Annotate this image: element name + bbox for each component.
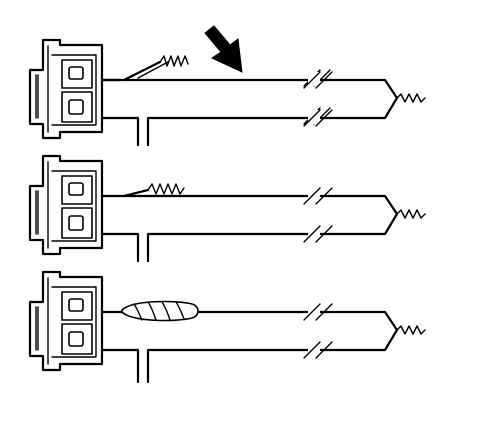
soldered-splice: [121, 300, 199, 322]
wire-harness-2: [100, 194, 399, 263]
twisted-wire-strands-2: [122, 183, 185, 198]
wire-end-twist-3: [396, 325, 426, 335]
connector-3: [28, 270, 104, 372]
wire-end-twist-1: [396, 93, 426, 103]
wire-end-twist-2: [396, 209, 426, 219]
twisted-wire-strands-1: [122, 55, 189, 82]
panel-step-3: [28, 270, 426, 384]
wire-harness-3: [100, 310, 399, 384]
connector-2: [28, 154, 104, 256]
pointer-arrow: [204, 25, 243, 73]
wire-harness-1: [100, 78, 399, 147]
panel-step-2: [28, 154, 426, 263]
break-mark-1: [303, 69, 333, 127]
connector-1: [28, 38, 104, 140]
panel-step-1: [28, 25, 426, 147]
break-mark-3: [303, 303, 333, 359]
break-mark-2: [303, 187, 333, 243]
